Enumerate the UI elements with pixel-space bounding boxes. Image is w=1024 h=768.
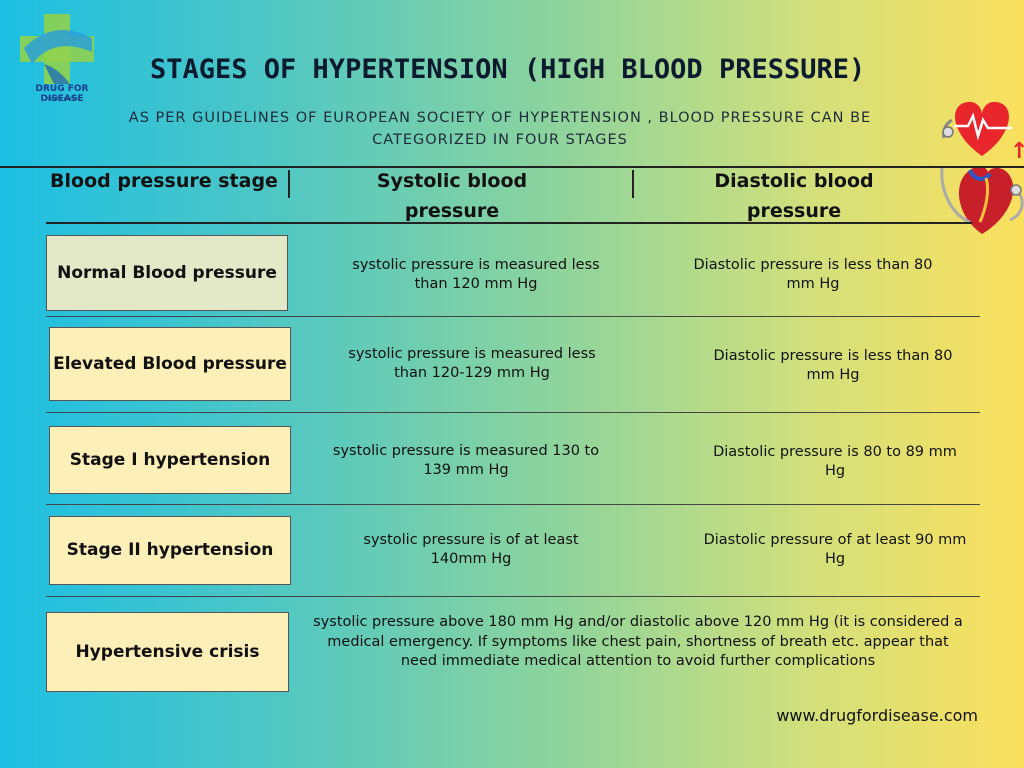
svg-text:↑: ↑ — [1010, 139, 1024, 164]
row-divider — [46, 412, 980, 413]
website-url[interactable]: www.drugfordisease.com — [776, 706, 978, 725]
page-subtitle: AS PER GUIDELINES OF EUROPEAN SOCIETY OF… — [128, 110, 872, 148]
logo-tagline: health guide — [46, 96, 78, 102]
diastolic-stage-1: Diastolic pressure is 80 to 89 mm Hg — [713, 444, 957, 479]
stage-normal: Normal Blood pressure — [46, 235, 288, 311]
systolic-stage-2: systolic pressure is of at least 140mm H… — [363, 532, 579, 567]
diastolic-stage-2: Diastolic pressure of at least 90 mm Hg — [703, 532, 967, 567]
header-separator — [288, 170, 290, 198]
page-title: STAGES OF HYPERTENSION (HIGH BLOOD PRESS… — [150, 54, 866, 85]
header-systolic: Systolic blood pressure — [376, 170, 528, 222]
row-divider — [46, 596, 980, 597]
header-stage: Blood pressure stage — [50, 170, 278, 192]
systolic-stage-1: systolic pressure is measured 130 to 139… — [332, 443, 600, 478]
logo-name: DRUG FOR DISEASE — [35, 84, 89, 104]
systolic-elevated: systolic pressure is measured less than … — [348, 346, 596, 381]
stage-elevated: Elevated Blood pressure — [49, 327, 291, 401]
medical-cross-logo-icon — [20, 14, 94, 84]
header-rule — [46, 222, 972, 224]
systolic-normal: systolic pressure is measured less than … — [352, 257, 600, 292]
row-divider — [46, 316, 980, 317]
row-divider — [46, 504, 980, 505]
stage-2: Stage II hypertension — [49, 516, 291, 585]
diastolic-elevated: Diastolic pressure is less than 80 mm Hg — [713, 348, 953, 383]
heart-stethoscope-icon: ↑ — [940, 101, 1024, 234]
header-separator — [632, 170, 634, 198]
header-diastolic: Diastolic blood pressure — [714, 170, 874, 222]
top-rule — [0, 166, 1024, 168]
stage-crisis: Hypertensive crisis — [46, 612, 289, 692]
crisis-description: systolic pressure above 180 mm Hg and/or… — [313, 614, 963, 669]
stage-1: Stage I hypertension — [49, 426, 291, 494]
diastolic-normal: Diastolic pressure is less than 80 mm Hg — [693, 257, 933, 292]
